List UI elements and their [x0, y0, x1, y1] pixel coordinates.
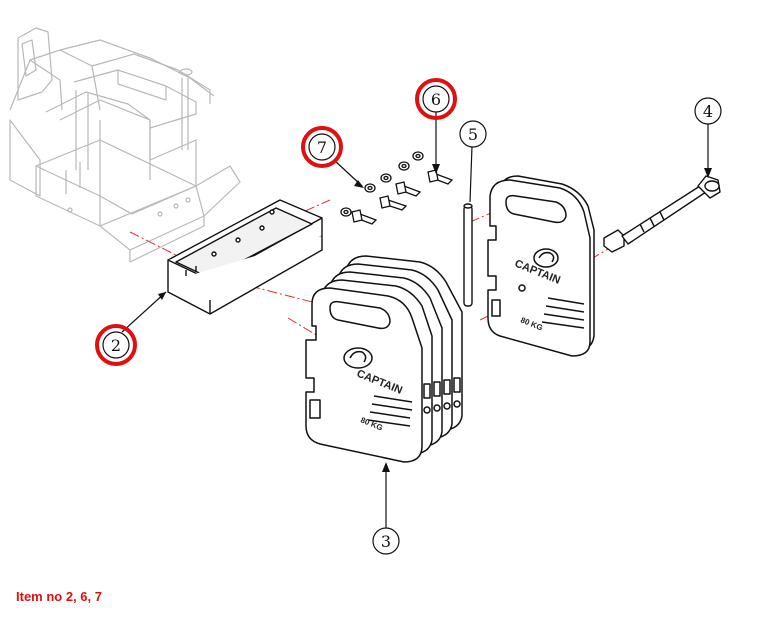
bolts-and-washers — [340, 151, 454, 225]
callout-3: 3 — [372, 527, 400, 555]
callout-7: 7 — [301, 126, 343, 168]
callout-number: 7 — [317, 138, 327, 157]
highlighted-items-caption: Item no 2, 6, 7 — [16, 589, 102, 604]
highlight-ring — [415, 78, 457, 120]
callout-5: 5 — [459, 120, 487, 148]
callout-number: 4 — [703, 102, 713, 121]
highlight-ring — [95, 324, 137, 366]
callout-2: 2 — [95, 324, 137, 366]
tractor-frame-ghost — [9, 27, 241, 263]
callout-number: 5 — [468, 125, 478, 144]
callout-number: 3 — [381, 532, 391, 551]
callout-number: 6 — [431, 90, 441, 109]
callout-number: 2 — [111, 336, 121, 355]
leader-arrowheads — [158, 164, 712, 472]
rear-weight-plate — [487, 175, 595, 357]
highlight-ring — [301, 126, 343, 168]
locking-pin — [463, 203, 473, 307]
long-bolt — [603, 175, 721, 253]
callout-4: 4 — [694, 97, 722, 125]
weight-bracket-tray — [167, 199, 323, 315]
front-weight-stack — [305, 255, 463, 463]
callout-6: 6 — [415, 78, 457, 120]
